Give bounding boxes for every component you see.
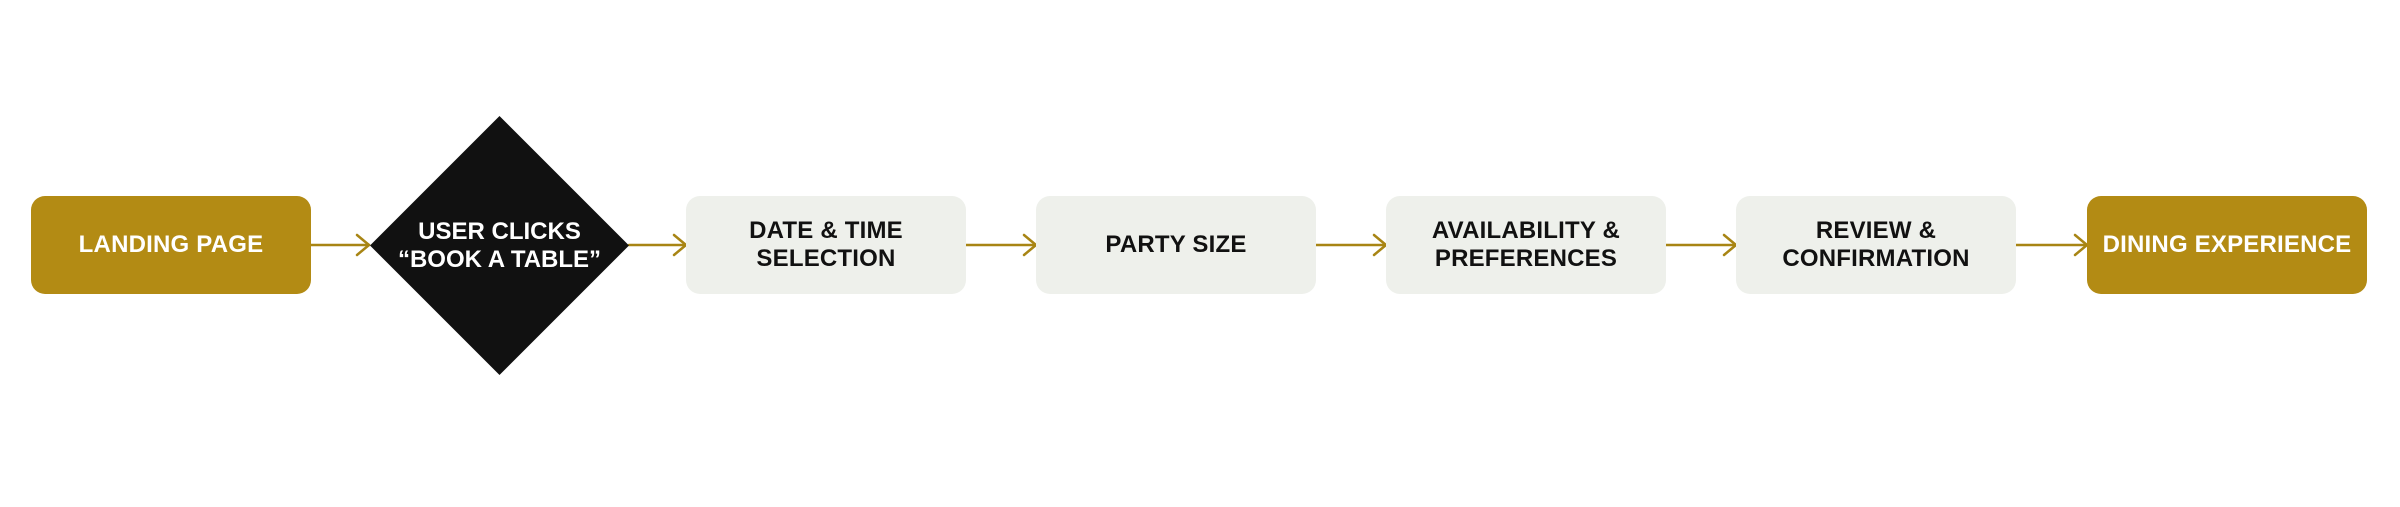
arrow-availability-to-review [1664,233,1738,257]
decision-node-book-a-table: USER CLICKS “BOOK A TABLE” [370,116,629,375]
end-node-dining-experience: DINING EXPERIENCE [2087,196,2367,294]
start-node-landing-page: LANDING PAGE [31,196,311,294]
arrow-decision-to-date-time [627,233,688,257]
step-node-party-size: PARTY SIZE [1036,196,1316,294]
decision-diamond-shape [370,116,629,375]
step-node-availability-preferences: AVAILABILITY & PREFERENCES [1386,196,1666,294]
arrow-party-size-to-availability [1314,233,1388,257]
arrow-date-time-to-party-size [964,233,1038,257]
step-node-date-time-selection: DATE & TIME SELECTION [686,196,966,294]
arrow-review-to-dining [2014,233,2089,257]
decision-node-label: USER CLICKS “BOOK A TABLE” [397,217,602,273]
arrow-start-to-decision [309,233,371,257]
step-node-review-confirmation: REVIEW & CONFIRMATION [1736,196,2016,294]
